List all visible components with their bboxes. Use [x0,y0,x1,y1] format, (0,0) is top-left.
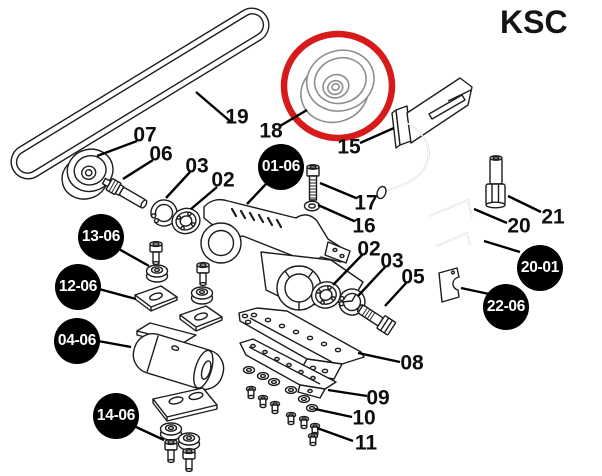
part-arm-15 [376,77,473,200]
part-label-02b: 02 [357,237,381,261]
part-washer-16 [303,200,321,212]
part-roller-04-06 [132,322,225,391]
part-label-19: 19 [225,105,249,129]
part-hex-key-20-01 [436,232,471,247]
part-label-05: 05 [401,265,425,289]
part-kit-14-06 [152,387,218,473]
part-idler-pulley-18 [300,49,375,124]
part-housing-01-06 [200,198,364,311]
kit-badge-12-06: 12-06 [55,264,101,310]
part-bearing-02b [310,281,342,309]
highlight-circle [280,30,396,142]
kit-badge-01-06: 01-06 [258,144,304,190]
part-label-11: 11 [354,431,378,455]
part-label-17: 17 [354,191,378,215]
part-label-20: 20 [507,214,531,238]
kit-badge-14-06: 14-06 [93,393,139,439]
part-label-03: 03 [185,154,209,178]
leader-lines [96,91,542,443]
kit-badge-13-06: 13-06 [78,214,124,260]
part-label-07: 07 [133,123,157,147]
kit-badge-20-01: 20-01 [517,245,563,291]
part-screw-17 [306,164,320,201]
brand-logo: KSC [500,4,568,40]
kit-badge-04-06: 04-06 [54,318,100,364]
part-label-06: 06 [149,142,173,166]
kit-badge-22-06: 22-06 [483,284,529,330]
part-label-15: 15 [337,135,361,159]
part-label-21: 21 [541,205,565,229]
part-label-18: 18 [259,119,283,143]
part-bearing-02 [171,207,201,235]
part-bit-21 [485,155,506,209]
part-label-10: 10 [352,406,376,430]
part-label-16: 16 [352,214,376,238]
part-label-02: 02 [211,168,235,192]
part-strip-09 [239,338,337,399]
part-pulley-07 [61,148,114,200]
part-label-08: 08 [400,351,424,375]
part-bolt-06 [101,177,148,209]
part-belt-19 [10,7,270,180]
part-label-03b: 03 [380,249,404,273]
part-label-09: 09 [366,386,390,410]
part-shim-22-06 [438,267,460,303]
part-snap-ring-03 [150,199,178,227]
part-bolt-05 [356,304,397,336]
part-hex-key-20 [428,199,473,218]
